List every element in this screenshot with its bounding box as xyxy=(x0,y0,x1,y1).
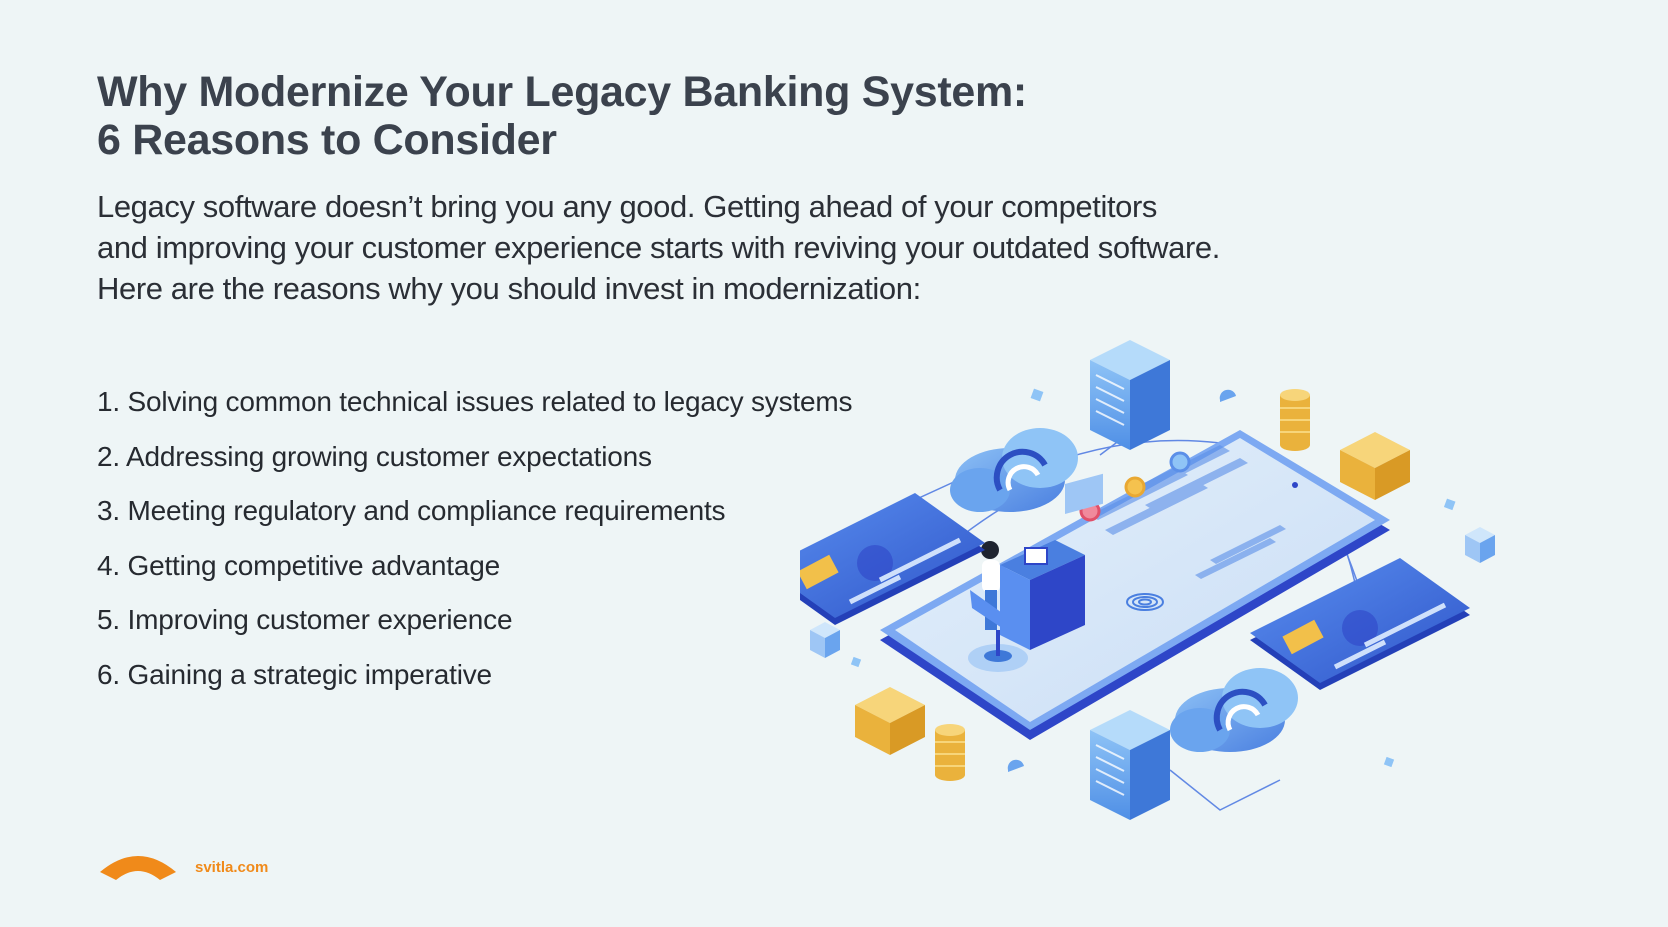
page-title: Why Modernize Your Legacy Banking System… xyxy=(97,68,1027,164)
reason-item-2: 2. Addressing growing customer expectati… xyxy=(97,440,652,472)
cash-stack-icon xyxy=(855,432,1410,755)
credit-card-left-icon xyxy=(800,493,985,625)
intro-paragraph: Legacy software doesn’t bring you any go… xyxy=(97,186,1397,309)
footer-site-link: svitla.com xyxy=(195,859,269,876)
reason-item-1: 1. Solving common technical issues relat… xyxy=(97,386,853,417)
person-at-desk-icon xyxy=(968,540,1085,672)
banking-isometric-illustration-icon xyxy=(800,340,1495,820)
cloud-wifi-bottom-icon xyxy=(1170,668,1298,752)
reason-item-3: 3. Meeting regulatory and compliance req… xyxy=(97,495,726,526)
intro-line-3: Here are the reasons why you should inve… xyxy=(97,271,921,306)
cloud-wifi-icon xyxy=(950,428,1078,512)
intro-line-1: Legacy software doesn’t bring you any go… xyxy=(97,189,1158,224)
floating-cubes-icon xyxy=(810,388,1495,772)
reason-item-6: 6. Gaining a strategic imperative xyxy=(97,658,492,690)
reasons-list: 1. Solving common technical issues relat… xyxy=(97,387,852,714)
credit-card-right-icon xyxy=(1250,558,1470,690)
page-title-line-1: Why Modernize Your Legacy Banking System… xyxy=(97,68,1027,116)
svitla-logo-icon xyxy=(100,856,176,880)
server-tower-bottom-icon xyxy=(1090,710,1170,820)
intro-line-2: and improving your customer experience s… xyxy=(97,230,1220,265)
coin-stack-icon xyxy=(935,389,1310,781)
server-tower-top-icon xyxy=(1090,340,1170,450)
reason-item-4: 4. Getting competitive advantage xyxy=(97,549,500,581)
reason-item-5: 5. Improving customer experience xyxy=(97,604,513,635)
page-title-line-2: 6 Reasons to Consider xyxy=(97,116,557,164)
